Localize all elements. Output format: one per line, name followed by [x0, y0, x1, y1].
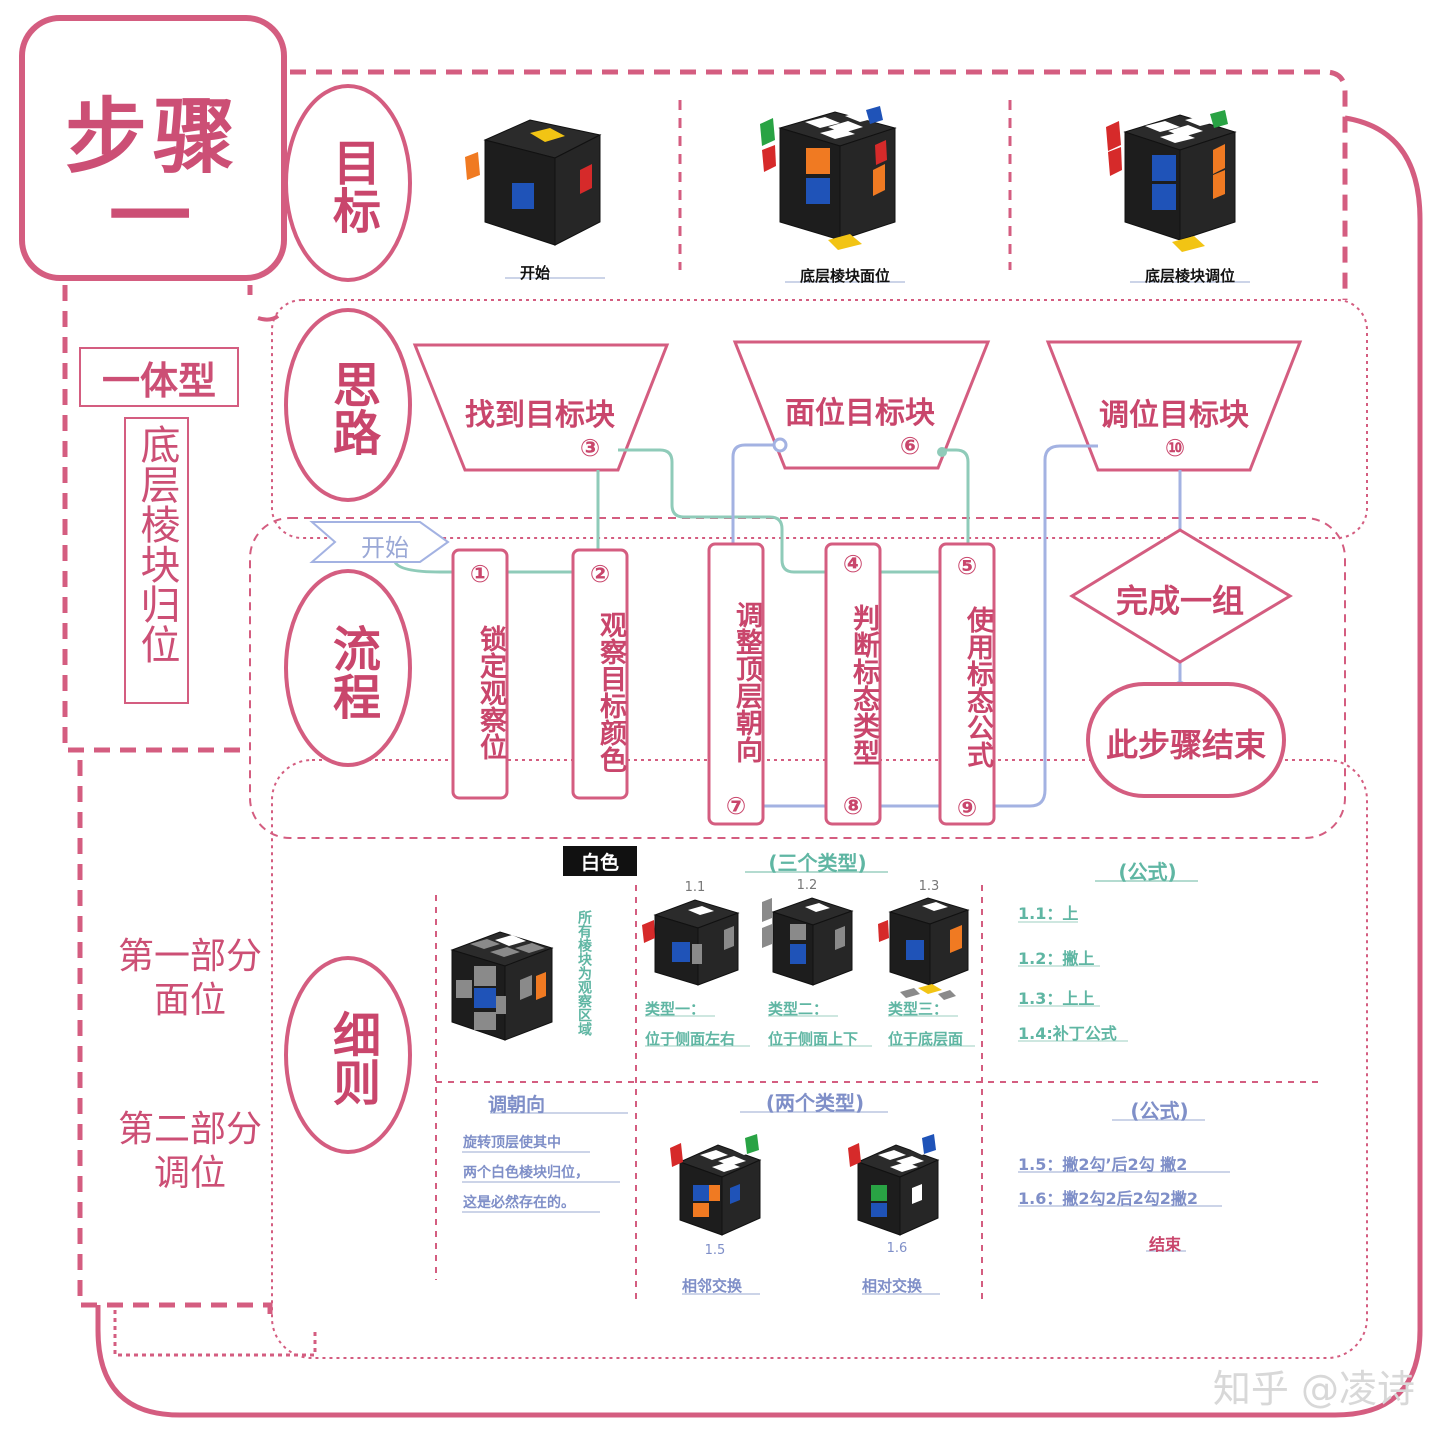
part2-line2: 调位 — [153, 1152, 226, 1194]
goal-caption-permute: 底层棱块调位 — [1144, 267, 1235, 285]
watermark: 知乎 @凌诗 — [1212, 1367, 1415, 1411]
flow-end-label: 此步骤结束 — [1105, 726, 1266, 764]
formula-1-4: 1.4:补丁公式 — [1018, 1024, 1117, 1043]
cube-start-icon — [465, 119, 602, 246]
type2-desc: 位于侧面上下 — [768, 1030, 859, 1048]
type2-name: 类型二： — [768, 1000, 829, 1018]
two-types-heading: (两个类型) — [765, 1091, 865, 1115]
detail-end-label: 结束 — [1148, 1235, 1181, 1254]
flow-step2-text: 观察目标颜色 — [595, 611, 626, 773]
flow-step7-text: 调整顶层朝向 — [731, 601, 762, 763]
goal-caption-start: 开始 — [519, 264, 550, 282]
flow-step2-num: ② — [589, 560, 611, 588]
cube-observe-icon — [450, 931, 554, 1041]
pair1-num: 1.5 — [704, 1243, 726, 1258]
pair1-name: 相邻交换 — [682, 1277, 743, 1295]
section-idea: 思路 — [324, 360, 380, 456]
idea-permute-num: ⑩ — [1164, 434, 1186, 462]
goal-caption-orient: 底层棱块面位 — [799, 267, 890, 285]
page-title-number: 一 — [108, 170, 197, 265]
cube-type1-icon — [642, 899, 740, 986]
part1-line2: 面位 — [153, 979, 226, 1021]
orient-heading: 调朝向 — [488, 1094, 546, 1116]
flow-step5-num: ⑤ — [956, 552, 978, 580]
flow-step9-num: ⑨ — [956, 794, 978, 822]
formula-1-6: 1.6：撇2勾2后2勾2撇2 — [1018, 1189, 1199, 1208]
section-flow: 流程 — [324, 624, 380, 720]
section-detail: 细则 — [324, 1010, 380, 1106]
orient-line-1: 旋转顶层使其中 — [463, 1135, 561, 1151]
formula-1-2: 1.2：撇上 — [1018, 949, 1095, 968]
flow-complete-label: 完成一组 — [1115, 582, 1244, 620]
cube-orient-icon — [760, 106, 897, 250]
orient-line-2: 两个白色棱块归位， — [463, 1165, 589, 1181]
part2-line1: 第二部分 — [117, 1109, 262, 1150]
formula-1-3: 1.3：上上 — [1018, 989, 1095, 1008]
step-name-label: 底层棱块归位 — [133, 424, 180, 664]
part1-label: 第一部分 面位 — [100, 935, 280, 1023]
idea-orient-label: 面位目标块 — [785, 396, 935, 431]
type2-num: 1.2 — [796, 878, 818, 893]
flow-step7-num: ⑦ — [725, 792, 747, 820]
flow-step8-num: ⑧ — [842, 792, 864, 820]
page-title: 步骤 — [64, 90, 241, 185]
cube-permute-icon — [1106, 110, 1237, 252]
idea-find-num: ③ — [579, 434, 601, 462]
type1-num: 1.1 — [684, 880, 706, 895]
idea-permute-label: 调位目标块 — [1099, 398, 1249, 433]
type1-desc: 位于侧面左右 — [645, 1030, 736, 1048]
section-goal: 目标 — [324, 138, 380, 234]
type1-name: 类型一： — [645, 1000, 706, 1018]
type3-num: 1.3 — [918, 879, 940, 894]
orient-line-3: 这是必然存在的。 — [463, 1195, 575, 1211]
observe-area-note: 所有棱块为观察区域 — [576, 910, 592, 1036]
type3-desc: 位于底层面 — [888, 1030, 964, 1048]
cube-type3-icon — [878, 897, 970, 1000]
formula-1-5: 1.5：撇2勾’后2勾 撇2 — [1018, 1155, 1188, 1174]
pair2-num: 1.6 — [886, 1241, 908, 1256]
flow-step5-text: 使用标态公式 — [962, 605, 993, 768]
part1-line1: 第一部分 — [117, 936, 262, 977]
idea-orient-num: ⑥ — [899, 432, 921, 460]
flow-step4-text: 判断标态类型 — [848, 603, 879, 766]
flow-start-label: 开始 — [361, 534, 409, 562]
formula-1-1: 1.1：上 — [1018, 904, 1079, 923]
part2-label: 第二部分 调位 — [100, 1108, 280, 1196]
cube-opposite-icon — [848, 1134, 940, 1236]
cube-type2-icon — [762, 897, 854, 986]
flow-step1-num: ① — [469, 560, 491, 588]
pair2-name: 相对交换 — [862, 1277, 923, 1295]
flow-step1-text: 锁定观察位 — [475, 624, 506, 760]
formula1-heading: (公式) — [1118, 860, 1177, 884]
flow-step4-num: ④ — [842, 550, 864, 578]
idea-find-label: 找到目标块 — [465, 398, 615, 433]
type-label: 一体型 — [101, 359, 216, 403]
cube-adjacent-icon — [670, 1134, 762, 1236]
type3-name: 类型三： — [888, 1000, 949, 1018]
three-types-heading: (三个类型) — [768, 851, 867, 875]
white-color-tag: 白色 — [580, 852, 619, 874]
formula2-heading: (公式) — [1130, 1099, 1189, 1123]
